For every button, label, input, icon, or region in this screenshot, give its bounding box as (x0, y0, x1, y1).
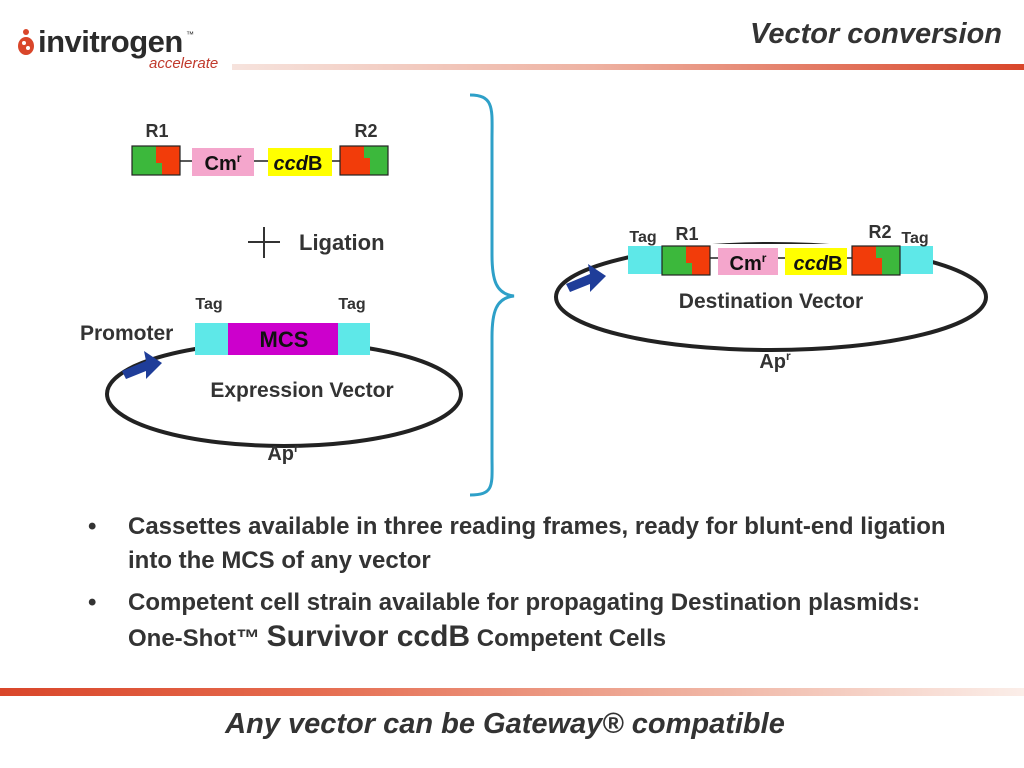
expression-tag-right: Tag (338, 296, 365, 313)
cassette-att-r1-box (131, 145, 181, 176)
destination-tag-right: Tag (901, 230, 928, 247)
destination-r2-label: R2 (868, 222, 891, 242)
invitrogen-logo-icon (18, 29, 34, 55)
cassette-b-label: B (308, 153, 322, 175)
logo-wordmark: invitrogen (38, 24, 183, 59)
bullet-2-text: Competent cell strain available for prop… (128, 589, 921, 652)
logo-tagline: accelerate (149, 55, 219, 72)
bullet-item: •Cassettes available in three reading fr… (88, 513, 946, 574)
destination-r1-label: R1 (675, 224, 698, 244)
svg-text:Cmr: Cmr (730, 251, 767, 275)
destination-b-label: B (828, 253, 842, 275)
cassette-ccd-label: ccd (274, 153, 309, 175)
destination-cm-sup: r (762, 251, 767, 265)
destination-att-r2-box (851, 245, 901, 276)
expression-ap-sup: r (294, 441, 299, 455)
cassette-cm-box (192, 148, 254, 176)
svg-text:ccdB: ccdB (274, 153, 323, 175)
footer-divider (0, 688, 1024, 696)
expression-vector-name: Expression Vector (210, 379, 393, 402)
svg-text:Apr: Apr (759, 349, 791, 373)
cassette-att-r2-box (339, 145, 389, 176)
destination-att-r1-box (661, 245, 711, 276)
destination-cm-label: Cm (730, 253, 762, 275)
expression-tag-left: Tag (195, 296, 222, 313)
destination-ap-sup: r (786, 349, 791, 363)
svg-text:ccdB: ccdB (794, 253, 843, 275)
destination-cm-box (718, 248, 778, 275)
expression-ap-label: Ap (267, 443, 294, 465)
mcs-box (228, 323, 338, 355)
destination-ap-label: Ap (759, 351, 786, 373)
destination-vector-name: Destination Vector (679, 290, 863, 313)
destination-tag-left: Tag (629, 229, 656, 246)
ligation-label: Ligation (299, 230, 385, 255)
cassette-r1-label: R1 (145, 121, 168, 141)
logo-trademark: ™ (186, 30, 194, 39)
header-divider (232, 64, 1024, 70)
bullet-1-text: Cassettes available in three reading fra… (128, 513, 946, 574)
destination-ccdb-box (785, 248, 847, 275)
cassette-cm-sup: r (237, 151, 242, 165)
brace-shape (469, 93, 515, 497)
bullet-2-highlight: Survivor ccdB (266, 620, 471, 653)
bullet-list: •Cassettes available in three reading fr… (88, 510, 968, 664)
vector-conversion-diagram: R1 R2 Cmr ccdB Ligation MCS Tag Tag Prom… (80, 93, 988, 497)
bullet-item: •Competent cell strain available for pro… (88, 589, 921, 653)
svg-text:Apr: Apr (267, 441, 299, 465)
cassette-ccdb-box (268, 148, 332, 176)
cassette-r2-label: R2 (354, 121, 377, 141)
footer-tagline: Any vector can be Gateway® compatible (225, 708, 785, 740)
destination-ccd-label: ccd (794, 253, 829, 275)
mcs-label: MCS (260, 327, 309, 352)
expression-promoter-arrow-icon (122, 351, 162, 379)
cassette-cm-label: Cm (205, 153, 237, 175)
promoter-label: Promoter (80, 322, 173, 345)
bullet-2-suffix: Competent Cells (470, 625, 667, 652)
slide-title: Vector conversion (750, 18, 1002, 50)
svg-text:Cmr: Cmr (205, 151, 242, 175)
